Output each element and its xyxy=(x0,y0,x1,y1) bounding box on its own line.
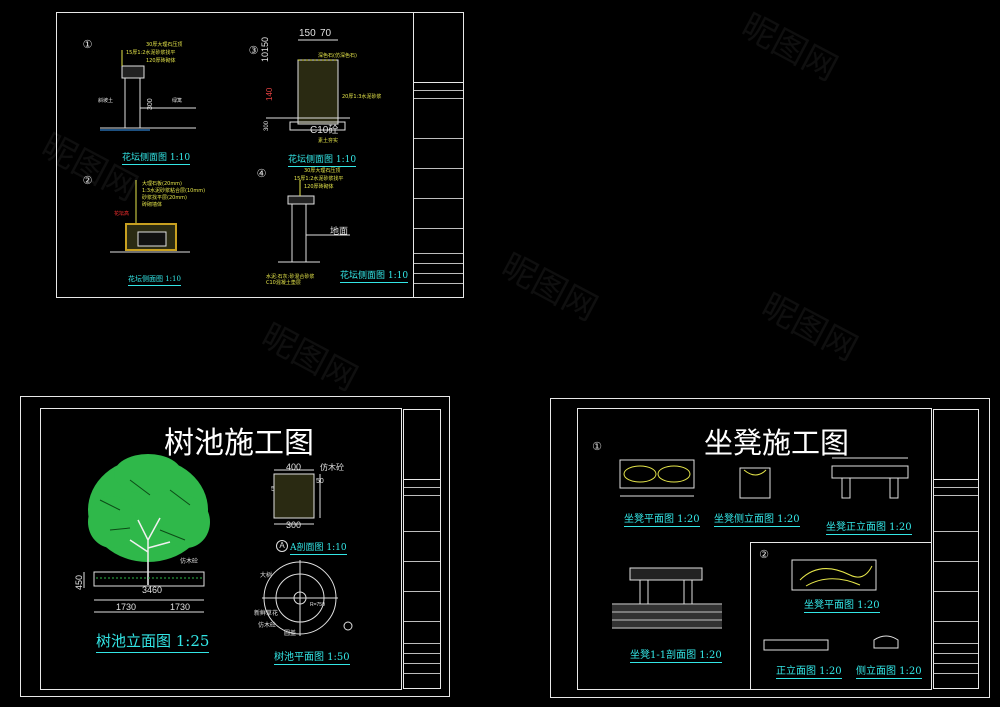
dim-3460: 3460 xyxy=(142,585,163,595)
label-fake-wood: 仿木砼 xyxy=(320,463,344,472)
svg-text:水泥:石灰:砂混合砂浆: 水泥:石灰:砂混合砂浆 xyxy=(266,273,314,280)
plan-title: 树池平面图 1:50 xyxy=(274,648,350,665)
elevation-title: 树池立面图 1:25 xyxy=(96,630,210,653)
svg-text:素土夯实: 素土夯实 xyxy=(318,137,338,144)
section-title: A剖面图 1:10 xyxy=(290,540,347,555)
svg-text:15厚1:2水泥砂浆找平: 15厚1:2水泥砂浆找平 xyxy=(126,49,175,56)
svg-text:1:3水泥砂浆粘合层(10mm): 1:3水泥砂浆粘合层(10mm) xyxy=(142,187,205,194)
svg-text:20厚1:3水泥砂浆: 20厚1:3水泥砂浆 xyxy=(342,93,381,100)
label-grass: 绿篱 xyxy=(172,98,183,104)
dim-70: 70 xyxy=(320,28,332,39)
detail-title-1: 花坛侧面图 1:10 xyxy=(122,150,191,165)
svg-text:砂浆找平层(20mm): 砂浆找平层(20mm) xyxy=(142,194,187,201)
svg-text:120厚砖砌体: 120厚砖砌体 xyxy=(304,183,334,190)
drawing-sheet-flower-bed xyxy=(56,12,464,298)
bench-plan2-title: 坐凳平面图 1:20 xyxy=(804,596,880,613)
svg-text:30厚大理石压顶: 30厚大理石压顶 xyxy=(146,41,182,48)
detail-title-3: 花坛侧面图 1:10 xyxy=(288,152,357,167)
svg-text:15厚1:2水泥砂浆找平: 15厚1:2水泥砂浆找平 xyxy=(294,175,343,182)
dim-1730-b: 1730 xyxy=(170,602,191,612)
label-tree: 大树 xyxy=(260,573,273,579)
detail-marker-bench-1: ① xyxy=(592,441,602,453)
svg-text:深色石(仿深色石): 深色石(仿深色石) xyxy=(318,52,357,59)
label-size: R=750 xyxy=(310,602,325,608)
sheet-title-bench: 坐凳施工图 xyxy=(704,426,850,460)
svg-text:120厚砖砌体: 120厚砖砌体 xyxy=(146,57,176,64)
dim-300: 300 xyxy=(286,520,302,530)
bench-side2-title: 侧立面图 1:20 xyxy=(856,662,922,679)
bench-front-title: 坐凳正立面图 1:20 xyxy=(826,518,912,535)
detail-marker-3: ③ xyxy=(248,45,259,57)
dim-1730-a: 1730 xyxy=(116,602,137,612)
detail-marker-1: ① xyxy=(82,39,93,51)
bench-side-title: 坐凳侧立面图 1:20 xyxy=(714,510,800,527)
detail-marker-4: ④ xyxy=(256,168,267,180)
svg-text:砖砌墙体: 砖砌墙体 xyxy=(142,201,162,208)
sheet-inner-border xyxy=(40,408,402,690)
label-fake-wood-3: 仿木砼 xyxy=(258,623,277,629)
sheet-title-tree-pit: 树池施工图 xyxy=(164,426,314,461)
label-grass: 新鲜草花 xyxy=(254,611,279,617)
sub-panel-2 xyxy=(750,542,932,690)
svg-text:C10混凝土垫层: C10混凝土垫层 xyxy=(266,279,301,286)
detail-title-4: 花坛侧面图 1:10 xyxy=(340,268,409,283)
svg-text:大理石板(20mm): 大理石板(20mm) xyxy=(142,180,182,187)
drawing-sheet-bench xyxy=(550,398,990,698)
dim-400: 400 xyxy=(286,462,302,472)
label-fake-wood-2: 仿木砼 xyxy=(180,559,199,565)
section-marker: A xyxy=(276,540,288,552)
label-slope: 斜坡土 xyxy=(98,98,114,104)
detail-marker-bench-2: ② xyxy=(759,549,769,561)
label-ground: 地面 xyxy=(330,226,349,236)
drawing-sheet-tree-pit xyxy=(20,396,450,697)
bench-front2-title: 正立面图 1:20 xyxy=(776,662,842,679)
detail-title-2: 花坛侧面图 1:10 xyxy=(128,274,181,286)
title-block xyxy=(933,409,979,689)
detail-marker-2: ② xyxy=(82,175,93,187)
label-drain: 圆盖 xyxy=(284,631,297,637)
svg-text:30厚大理石压顶: 30厚大理石压顶 xyxy=(304,167,340,174)
title-block xyxy=(413,13,463,297)
dim-150: 150 xyxy=(299,28,316,39)
title-block xyxy=(403,409,441,689)
bench-plan-title: 坐凳平面图 1:20 xyxy=(624,510,700,527)
bench-section-title: 坐凳1-1剖面图 1:20 xyxy=(630,646,722,663)
svg-text:花坛高: 花坛高 xyxy=(114,210,129,217)
